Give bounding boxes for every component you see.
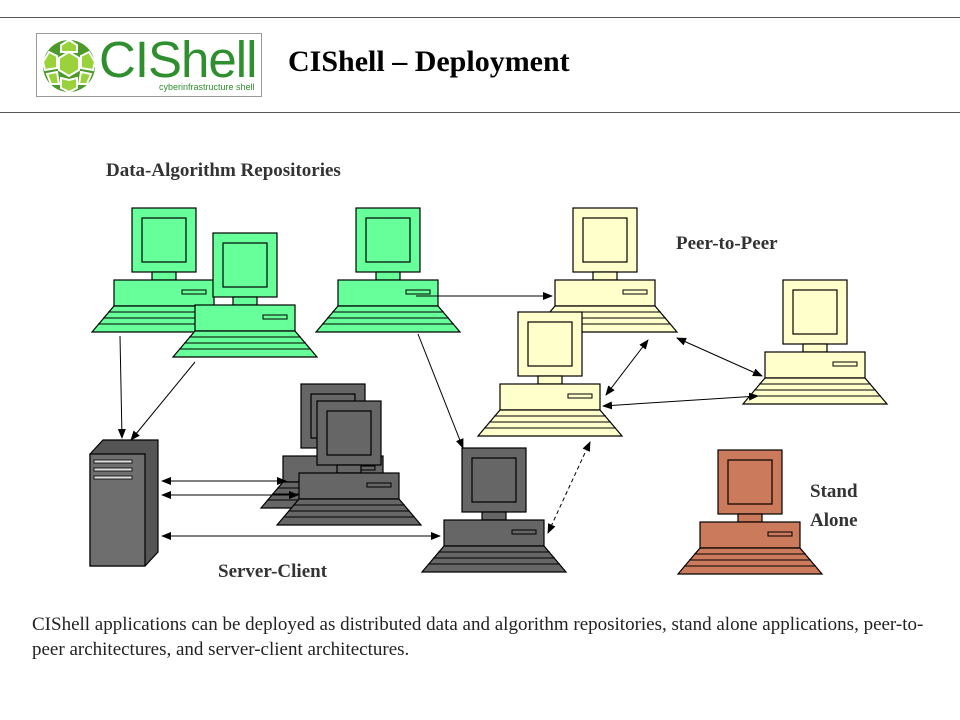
top-rule xyxy=(0,17,960,18)
cishell-logo: CIShell cyberinfrastructure shell xyxy=(36,33,262,97)
description-text: CIShell applications can be deployed as … xyxy=(32,614,924,660)
stand-alone-label-line2: Alone xyxy=(810,510,858,531)
stand-alone-computer xyxy=(677,449,823,575)
repository-computer-3 xyxy=(315,207,461,333)
turtle-shell-icon xyxy=(41,38,97,94)
peer-computer-3 xyxy=(742,279,888,405)
header-rule xyxy=(0,112,960,113)
repositories-label: Data-Algorithm Repositories xyxy=(106,160,341,181)
stand-alone-label-line1: Stand xyxy=(810,481,858,502)
peer-to-peer-label: Peer-to-Peer xyxy=(676,233,778,254)
client-computer-3 xyxy=(421,447,567,573)
logo-tagline: cyberinfrastructure shell xyxy=(159,82,255,92)
logo-wordmark: CIShell xyxy=(99,33,257,88)
server-client-label: Server-Client xyxy=(218,561,328,582)
page-title: CIShell – Deployment xyxy=(288,45,570,78)
server-tower xyxy=(89,439,159,567)
connection-arrows xyxy=(117,292,763,540)
